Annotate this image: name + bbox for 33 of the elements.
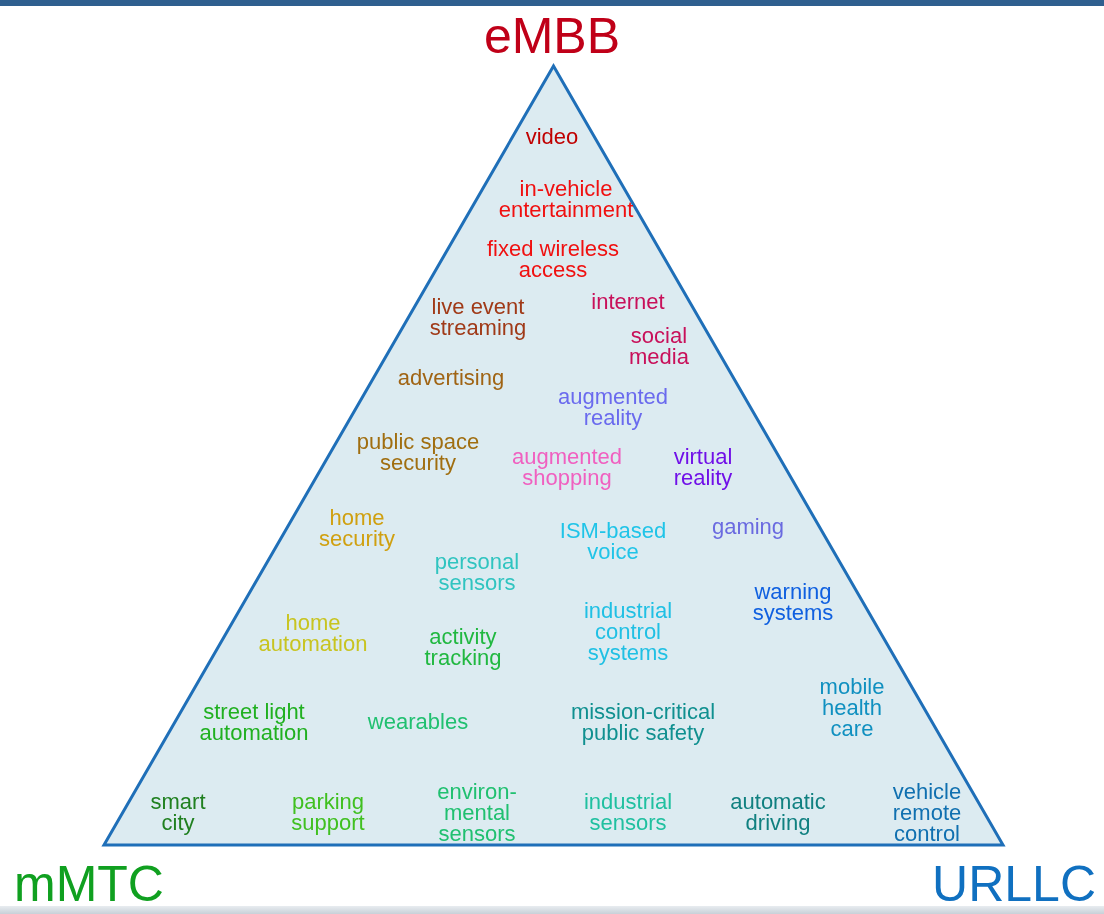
- use-case-label: in-vehicle entertainment: [498, 178, 634, 220]
- use-case-label: environ- mental sensors: [437, 781, 517, 844]
- use-case-label: augmented reality: [557, 386, 669, 428]
- use-case-label: gaming: [711, 516, 785, 537]
- use-case-label: video: [525, 126, 579, 147]
- use-case-label: wearables: [367, 711, 469, 732]
- use-case-label: activity tracking: [424, 626, 502, 668]
- use-case-label: automatic driving: [730, 791, 826, 833]
- use-case-label: mobile health care: [819, 676, 885, 739]
- use-case-label: advertising: [397, 367, 505, 388]
- corner-label: mMTC: [14, 858, 164, 910]
- use-case-label: mission-critical public safety: [570, 701, 716, 743]
- use-case-label: vehicle remote control: [892, 781, 962, 844]
- use-case-label: home automation: [258, 612, 368, 654]
- use-case-label: public space security: [356, 431, 480, 473]
- corner-label: URLLC: [932, 858, 1096, 910]
- use-case-label: personal sensors: [434, 551, 520, 593]
- use-case-label: live event streaming: [429, 296, 527, 338]
- use-case-label: augmented shopping: [511, 446, 623, 488]
- use-case-label: social media: [629, 325, 689, 367]
- triangle-diagram: [104, 66, 1003, 845]
- use-case-label: warning systems: [752, 581, 834, 623]
- use-case-label: home security: [319, 507, 395, 549]
- use-case-label: ISM-based voice: [559, 520, 667, 562]
- use-case-label: industrial sensors: [584, 791, 672, 833]
- use-case-label: street light automation: [199, 701, 309, 743]
- use-case-label: smart city: [150, 791, 206, 833]
- use-case-label: internet: [591, 291, 665, 312]
- corner-label: eMBB: [483, 10, 621, 62]
- use-case-label: fixed wireless access: [487, 238, 619, 280]
- use-case-label: virtual reality: [673, 446, 733, 488]
- use-case-label: parking support: [291, 791, 365, 833]
- use-case-label: industrial control systems: [584, 600, 672, 663]
